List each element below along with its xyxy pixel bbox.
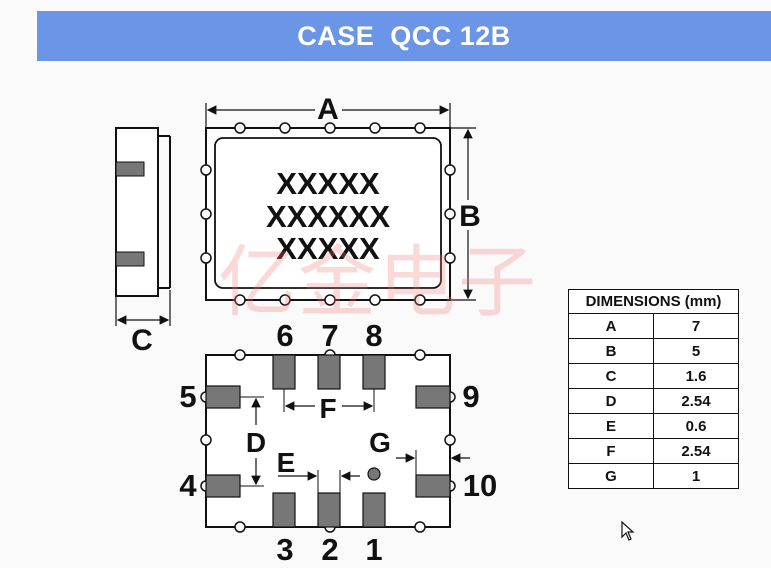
dim-value: 0.6 <box>653 413 739 439</box>
dim-name: E <box>568 413 654 439</box>
dim-value: 1.6 <box>653 363 739 389</box>
pin-label-5: 5 <box>179 379 196 414</box>
dim-label-e: E <box>277 447 296 478</box>
pad-9 <box>415 385 451 409</box>
pin-label-2: 2 <box>321 532 338 567</box>
package-title: CASE QCC 12B <box>297 21 511 51</box>
pin-label-4: 4 <box>179 468 197 503</box>
table-header-row: DIMENSIONS (mm) <box>568 289 739 314</box>
pad-7 <box>317 354 341 390</box>
top-view: XXXXX XXXXXX XXXXX A B <box>200 93 481 306</box>
dim-name: C <box>568 363 654 389</box>
dim-name: A <box>568 313 654 339</box>
dim-label-a: A <box>317 93 339 126</box>
pad-2 <box>317 492 341 528</box>
side-view: C <box>115 127 171 357</box>
marking-line-3: XXXXX <box>276 231 380 266</box>
pin-label-10: 10 <box>463 468 497 503</box>
pad-1 <box>362 492 386 528</box>
dim-label-d: D <box>246 427 266 458</box>
pin-label-3: 3 <box>276 532 293 567</box>
pad-10 <box>415 474 451 498</box>
pin-label-7: 7 <box>321 318 338 353</box>
watermark-text: 亿金电子 <box>218 238 539 328</box>
pin-label-1: 1 <box>365 532 382 567</box>
dim-label-b: B <box>459 200 481 233</box>
dim-value: 2.54 <box>653 438 739 464</box>
pad-8 <box>362 354 386 390</box>
marking-line-1: XXXXX <box>276 166 380 201</box>
pad-3 <box>272 492 296 528</box>
dim-name: G <box>568 463 654 489</box>
dim-label-f: F <box>319 393 336 424</box>
dim-value: 7 <box>653 313 739 339</box>
dim-value: 2.54 <box>653 388 739 414</box>
dim-label-c: C <box>131 324 153 357</box>
dim-label-g: G <box>369 427 391 458</box>
dim-name: B <box>568 338 654 364</box>
pad-4 <box>205 474 241 498</box>
pad-5 <box>205 385 241 409</box>
title-banner: CASE QCC 12B <box>37 11 771 61</box>
pin-label-6: 6 <box>276 318 293 353</box>
mouse-pointer-icon <box>621 521 635 541</box>
bottom-view: F D E G 6 7 8 5 9 4 10 3 2 1 <box>179 318 497 567</box>
pin-label-9: 9 <box>462 379 479 414</box>
pad-6 <box>272 354 296 390</box>
dim-name: D <box>568 388 654 414</box>
marking-line-2: XXXXXX <box>266 199 390 234</box>
table-header: DIMENSIONS (mm) <box>568 289 739 314</box>
pin-1-dot <box>367 467 381 481</box>
dim-value: 5 <box>653 338 739 364</box>
pin-label-8: 8 <box>365 318 382 353</box>
dim-value: 1 <box>653 463 739 489</box>
dim-name: F <box>568 438 654 464</box>
